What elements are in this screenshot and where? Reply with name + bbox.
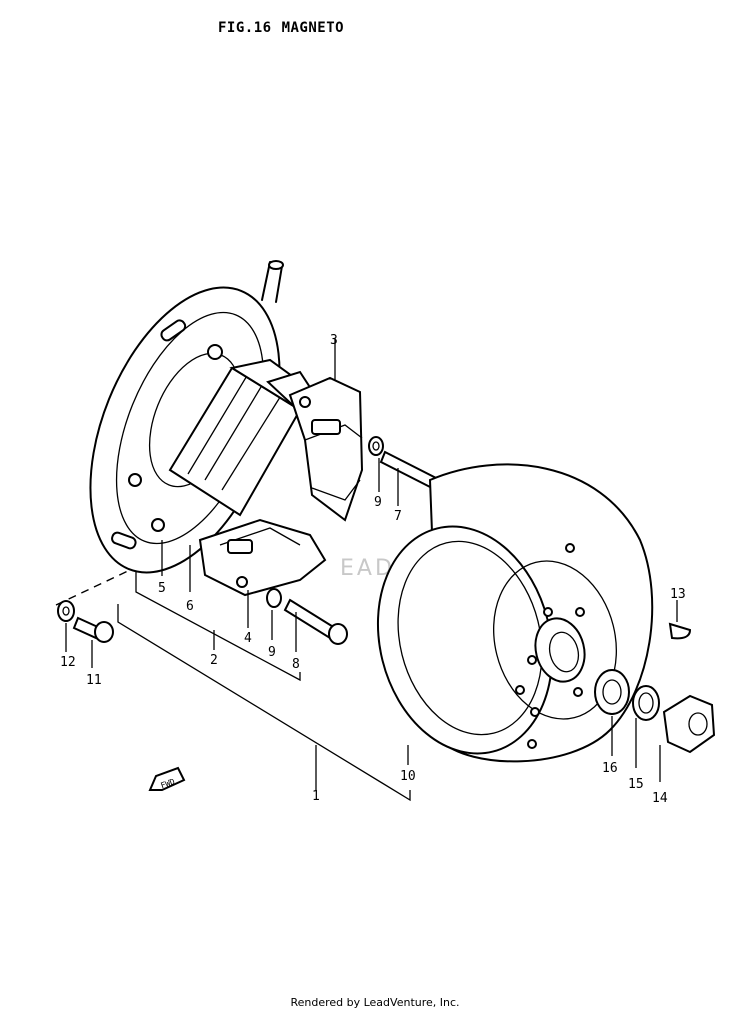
callout-2: 2 — [210, 653, 218, 668]
crankshaft-stub — [261, 260, 284, 303]
washer-16 — [594, 669, 630, 715]
callout-1: 1 — [312, 789, 320, 804]
callout-8: 8 — [292, 657, 300, 672]
fwd-arrow: FWD — [148, 766, 186, 791]
callout-12: 12 — [60, 655, 76, 670]
callout-9-upper: 9 — [374, 495, 382, 510]
figure-title: FIG.16 MAGNETO — [218, 20, 354, 36]
callout-5: 5 — [158, 581, 166, 596]
washer-12 — [57, 600, 75, 622]
ignition-coil-upper — [288, 376, 364, 522]
screw-11 — [72, 616, 114, 643]
callout-4: 4 — [244, 631, 252, 646]
nut-14 — [662, 694, 716, 754]
callout-11: 11 — [86, 673, 102, 688]
washer-9-lower — [266, 588, 282, 608]
footer-credit: Rendered by LeadVenture, Inc. — [290, 996, 460, 1009]
figure-name: MAGNETO — [281, 20, 345, 36]
callout-9-lower: 9 — [268, 645, 276, 660]
coil-core — [168, 358, 317, 517]
ignition-coil-lower — [198, 518, 327, 597]
figure-number: FIG.16 — [218, 20, 272, 36]
callout-13: 13 — [670, 587, 686, 602]
washer-9-upper — [368, 436, 384, 456]
callout-7: 7 — [394, 509, 402, 524]
callout-15: 15 — [628, 777, 644, 792]
callout-14: 14 — [652, 791, 668, 806]
lock-washer-15 — [632, 685, 660, 721]
leader-lines — [55, 338, 678, 802]
callout-10: 10 — [400, 769, 416, 784]
callout-6: 6 — [186, 599, 194, 614]
screw-8 — [283, 598, 348, 645]
callout-labels: 3 9 7 5 6 4 9 8 2 12 11 1 10 13 16 15 14 — [60, 333, 686, 806]
callout-16: 16 — [602, 761, 618, 776]
callout-3: 3 — [330, 333, 338, 348]
woodruff-key-13 — [668, 622, 692, 640]
